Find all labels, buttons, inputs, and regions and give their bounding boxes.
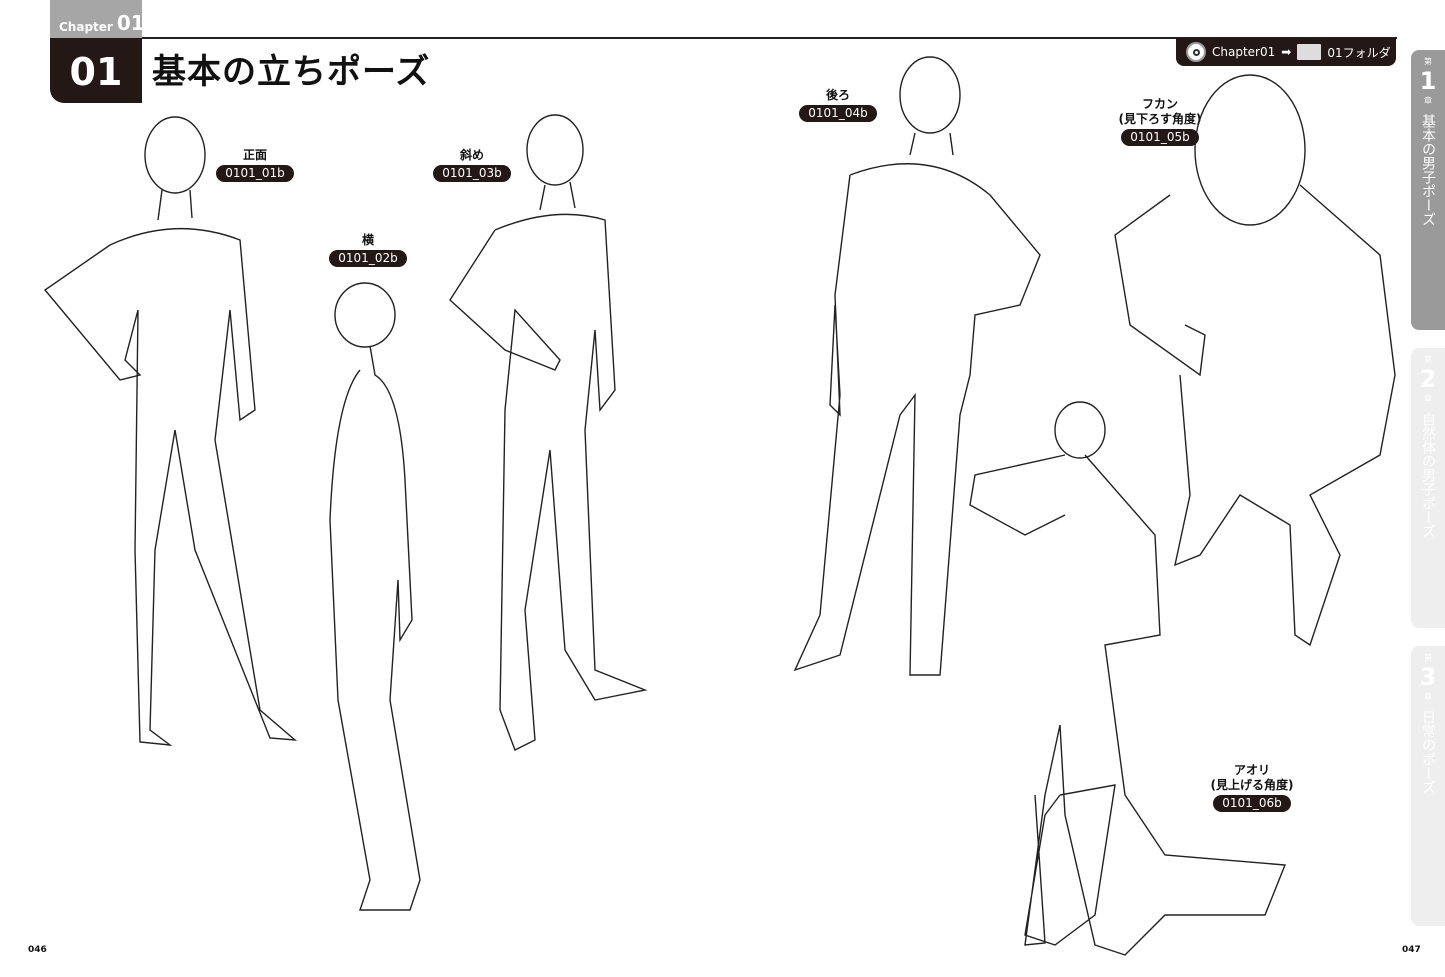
pose-label-diagonal: 斜め 0101_03b <box>432 148 512 182</box>
figure-front <box>43 116 298 746</box>
file-code-badge: 0101_03b <box>433 165 511 182</box>
pose-label-low-angle: アオリ(見上げる角度) 0101_06b <box>1197 763 1307 812</box>
pose-subtitle: (見下ろす角度) <box>1118 112 1202 126</box>
pose-label-high-angle: フカン(見下ろす角度) 0101_05b <box>1105 97 1215 146</box>
tab-label: 自然体の男子ポーズ <box>1420 412 1436 538</box>
disc-label: Chapter01 <box>1212 45 1276 59</box>
file-code-badge: 0101_02b <box>329 250 407 267</box>
figure-back <box>793 56 1041 676</box>
pose-name: フカン <box>1141 97 1178 111</box>
pose-subtitle: (見上げる角度) <box>1210 778 1294 792</box>
folder-path: Chapter01 ➡ 01フォルダ <box>1176 38 1396 66</box>
tab-prefix: 第 <box>1424 57 1432 66</box>
tab-suffix: 章 <box>1424 692 1432 701</box>
tab-label: 基本の男子ポーズ <box>1420 114 1436 226</box>
pose-label-side: 横 0101_02b <box>328 233 408 267</box>
tab-number: 1 <box>1419 67 1437 95</box>
chapter-prefix: Chapter <box>59 20 113 34</box>
pose-name: 正面 <box>242 148 267 162</box>
file-code-badge: 0101_04b <box>799 105 877 122</box>
pose-label-back: 後ろ 0101_04b <box>798 88 878 122</box>
figure-low-angle <box>969 401 1287 956</box>
tab-label: 日常のポーズ <box>1420 710 1436 794</box>
arrow-icon: ➡ <box>1281 45 1292 59</box>
pose-name: アオリ <box>1233 763 1270 777</box>
tab-number: 2 <box>1419 365 1437 393</box>
page-number-left: 046 <box>28 945 47 955</box>
folder-label: 01フォルダ <box>1327 45 1391 60</box>
tab-prefix: 第 <box>1424 653 1432 662</box>
file-code-badge: 0101_06b <box>1213 795 1291 812</box>
tab-number: 3 <box>1419 663 1437 691</box>
figure-diagonal <box>449 114 648 751</box>
section-number: 01 <box>50 38 142 103</box>
page-number-right: 047 <box>1402 945 1421 955</box>
tab-suffix: 章 <box>1424 394 1432 403</box>
header-rule <box>142 37 1397 39</box>
page-title: 基本の立ちポーズ <box>152 52 431 92</box>
pose-label-front: 正面 0101_01b <box>215 148 295 182</box>
tab-suffix: 章 <box>1424 96 1432 105</box>
pose-name: 横 <box>361 233 374 247</box>
disc-icon <box>1186 42 1206 62</box>
pose-name: 斜め <box>459 148 484 162</box>
figure-side <box>329 282 421 911</box>
chapter-number: 01 <box>116 11 145 35</box>
file-code-badge: 0101_01b <box>216 165 294 182</box>
figure-high-angle <box>1114 74 1396 647</box>
tab-prefix: 第 <box>1424 355 1432 364</box>
folder-icon <box>1297 44 1322 60</box>
pose-name: 後ろ <box>825 88 850 102</box>
file-code-badge: 0101_05b <box>1121 129 1199 146</box>
